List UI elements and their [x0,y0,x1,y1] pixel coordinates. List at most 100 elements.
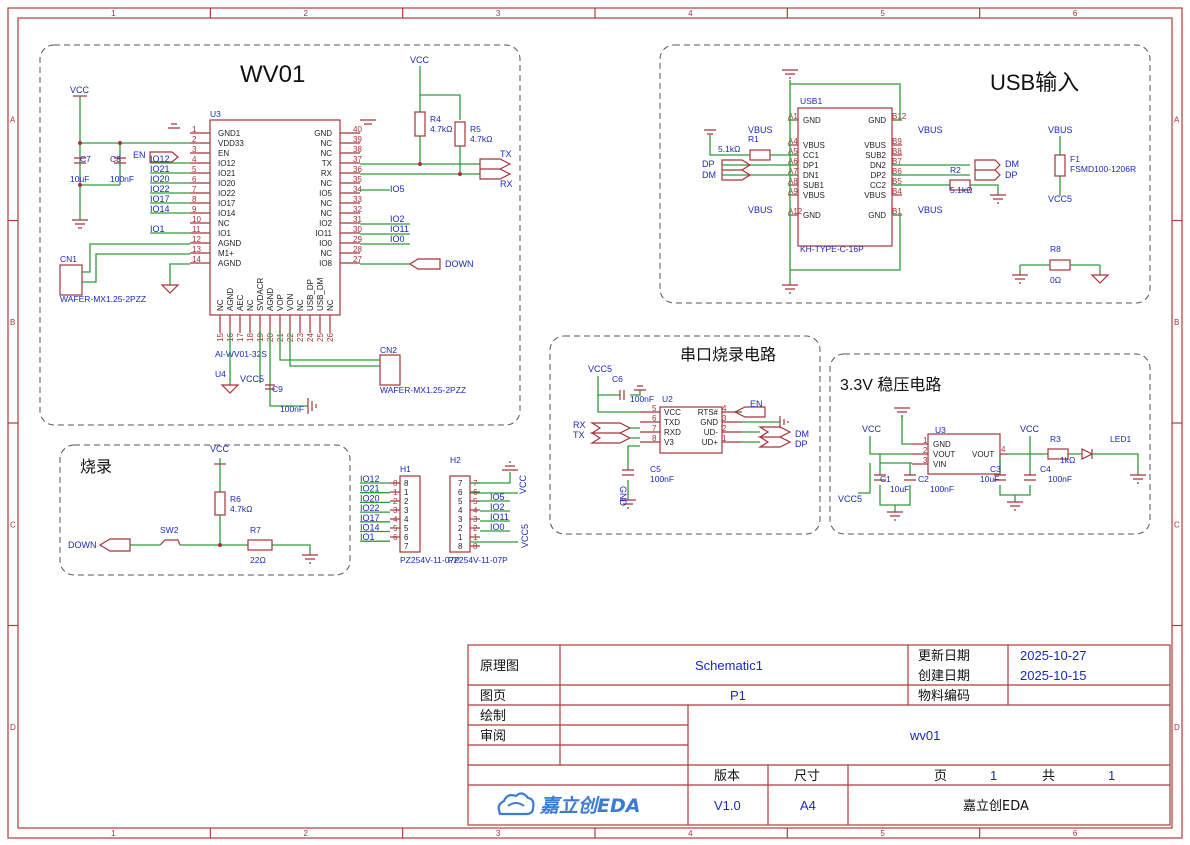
u3-pin-num: 6 [192,175,197,184]
net-dp-serial: DP [795,439,808,449]
r4-val: 4.7kΩ [430,124,452,134]
u3-pin-num: 32 [353,205,362,214]
net-vcc5-fuse: VCC5 [1048,194,1072,204]
u2-ref: U2 [662,394,673,404]
net-io2-u3: IO2 [390,214,405,224]
h2-body [449,475,471,553]
h2-net-label: IO11 [490,512,509,522]
usb1-pin-name: DP1 [803,161,819,170]
u3-pin-num: 12 [192,235,201,244]
u2-pin-name: VCC [664,408,681,417]
usb1-pin-name: SUB1 [803,181,824,190]
section-title-burn: 烧录 [80,458,112,476]
h2-pin-num: 3 [473,515,478,524]
u3-pin-num: 8 [192,195,197,204]
u3-pin-name: NC [246,299,255,311]
u3-pin-num: 31 [353,215,362,224]
ruler-row-left: A [10,115,16,124]
net-dm-usb: DM [702,170,716,180]
zone-wv01 [39,44,521,426]
usb1-pin-num: A6 [788,157,798,166]
u3-pin-name: IO0 [319,239,332,248]
h1-pin-num: 5 [393,524,398,533]
u3-pin-num: 4 [192,155,197,164]
u3-pin-name: NC [320,199,332,208]
u3-pin-num: 37 [353,155,362,164]
h1-pin-num-inner: 1 [404,488,409,497]
u2-pin-num: 6 [652,414,657,423]
h1-pin-num: 4 [393,515,398,524]
h2-net-label: IO2 [490,502,505,512]
u3-pin-num: 14 [192,255,201,264]
u3-pin-name: AGND [226,288,235,311]
net-gnd-serial: GND [618,486,628,507]
u3-pin-num: 27 [353,255,362,264]
r4-ref: R4 [430,114,441,124]
net-io11-u3: IO11 [390,224,409,234]
u3-pin-num: 38 [353,145,362,154]
u3-pin-name: VDD33 [218,139,244,148]
net-dm-usb-r: DM [1005,159,1019,169]
usb1-pin-num: B4 [892,187,902,196]
r2-val: 5.1kΩ [950,185,972,195]
usb1-val: KH-TYPE-C-16P [800,244,864,254]
f1-val: FSMD100-1206R [1070,164,1136,174]
u3-pin-num: 23 [296,333,305,342]
net-vbus-usb-right2: VBUS [918,205,943,215]
usb1-pin-num: A8 [788,177,798,186]
tb-total-label: 共 [1042,769,1055,784]
h1-val: PZ254V-11-07P [400,555,460,565]
net-rx-u3: RX [500,179,513,189]
c7-ref: C7 [80,154,91,164]
h2-pin-num: 8 [473,542,478,551]
c4-ref: C4 [1040,464,1051,474]
u3-pin-name: IO2 [319,219,332,228]
usb1-pin-num: B6 [892,167,902,176]
u2-pin-name: UD+ [702,438,719,447]
net-io12-u3: IO12 [150,154,170,164]
u3-pin-name: NC [218,219,230,228]
c8-val: 100nF [110,174,134,184]
net-io5-u3: IO5 [390,184,405,194]
h1-net-label: IO21 [360,484,380,494]
r7-ref: R7 [250,525,261,535]
usb1-pin-num: A12 [788,207,803,216]
u2-pin-name: TXD [664,418,680,427]
h1-pin-num-inner: 3 [404,506,409,515]
net-en-serial: EN [750,399,763,409]
u3-pin-name: IO21 [218,169,236,178]
cn2-val: WAFER-MX1.25-2PZZ [380,385,466,395]
h1-pin-num-inner: 2 [404,497,409,506]
u3-pin-name: NC [320,139,332,148]
u2-pin-name: RTS# [698,408,719,417]
c4-val: 100nF [1048,474,1072,484]
u3-pin-name: NC [216,299,225,311]
h2-ref: H2 [450,455,461,465]
r5-val: 4.7kΩ [470,134,492,144]
cn2-ref: CN2 [380,345,397,355]
u2-pin-num: 8 [652,434,657,443]
u2-pin-name: GND [700,418,718,427]
u3-pin-name: M1+ [218,249,234,258]
u2-pin-num: 1 [722,434,727,443]
u3-pin-num: 15 [216,333,225,342]
net-io22-u3: IO22 [150,184,170,194]
ldo-pin-num: 4 [1001,445,1006,454]
u3-pin-num: 5 [192,165,197,174]
r2-ref: R2 [950,165,961,175]
u3-pin-name: IO22 [218,189,236,198]
ldo-pin-num: 2 [923,446,928,455]
u3-pin-num: 17 [236,333,245,342]
tb-draw-label: 绘制 [480,709,506,724]
h1-pin-num: 8 [393,479,398,488]
net-vcc-burn: VCC [210,444,230,454]
ruler-row-right: B [1174,318,1179,327]
c7-val: 10uF [70,174,89,184]
section-title-serial: 串口烧录电路 [680,346,776,364]
cloud-logo-icon [497,792,535,816]
u3-pin-name: VON [286,293,295,311]
usb1-pin-num: A5 [788,147,798,156]
u3-pin-name: NC [320,249,332,258]
h1-pin-num: 3 [393,506,398,515]
u2-body [659,406,723,454]
